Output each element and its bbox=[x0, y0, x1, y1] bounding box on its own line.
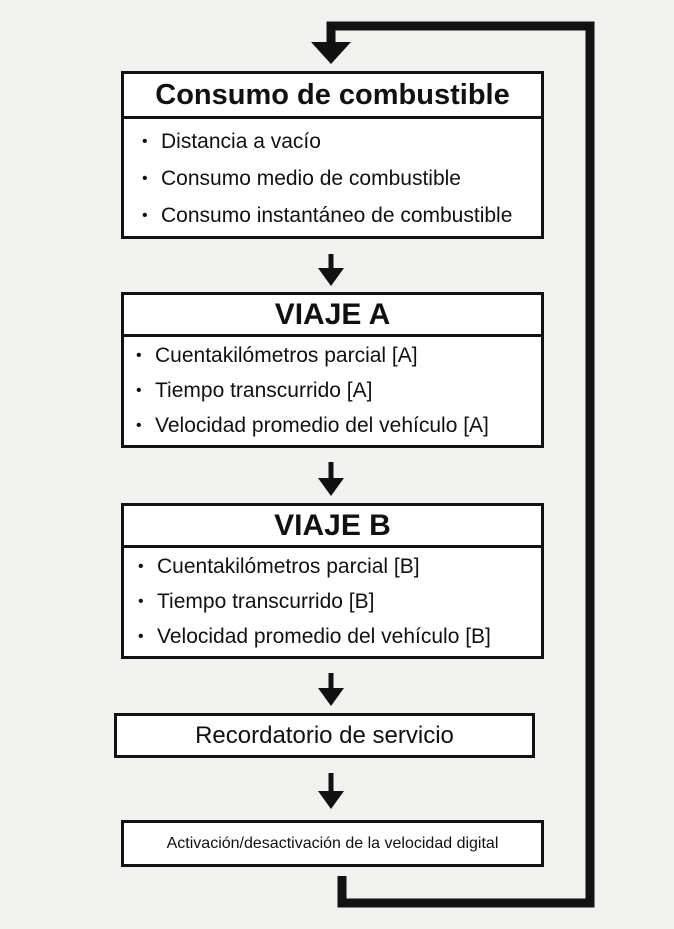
list-item: • Tiempo transcurrido [B] bbox=[138, 589, 541, 624]
list-item: • Cuentakilómetros parcial [B] bbox=[138, 554, 541, 589]
bullet-icon: • bbox=[136, 347, 142, 364]
trip-b-title: VIAJE B bbox=[124, 506, 541, 548]
trip-b-list: • Cuentakilómetros parcial [B] • Tiempo … bbox=[124, 548, 541, 659]
fuel-consumption-title: Consumo de combustible bbox=[124, 74, 541, 119]
list-item: • Distancia a vacío bbox=[142, 129, 541, 166]
list-item: • Tiempo transcurrido [A] bbox=[136, 378, 541, 413]
list-item-label: Cuentakilómetros parcial [A] bbox=[155, 344, 418, 367]
trip-a-box: VIAJE A • Cuentakilómetros parcial [A] •… bbox=[121, 292, 544, 448]
list-item-label: Velocidad promedio del vehículo [A] bbox=[155, 414, 489, 437]
list-item-label: Velocidad promedio del vehículo [B] bbox=[157, 625, 491, 648]
bullet-icon: • bbox=[138, 593, 144, 610]
bullet-icon: • bbox=[142, 207, 148, 224]
bullet-icon: • bbox=[136, 382, 142, 399]
list-item-label: Tiempo transcurrido [B] bbox=[157, 590, 375, 613]
loop-return-line bbox=[326, 21, 595, 908]
bullet-icon: • bbox=[142, 133, 148, 150]
arrow-4-head bbox=[318, 791, 344, 809]
trip-a-title: VIAJE A bbox=[124, 295, 541, 337]
bullet-icon: • bbox=[136, 417, 142, 434]
fuel-consumption-list: • Distancia a vacío • Consumo medio de c… bbox=[124, 119, 541, 240]
arrow-2-head bbox=[318, 478, 344, 496]
digital-speed-box: Activación/desactivación de la velocidad… bbox=[121, 820, 544, 867]
list-item: • Velocidad promedio del vehículo [B] bbox=[138, 624, 541, 659]
service-reminder-box: Recordatorio de servicio bbox=[114, 713, 535, 758]
list-item: • Consumo medio de combustible bbox=[142, 166, 541, 203]
trip-a-list: • Cuentakilómetros parcial [A] • Tiempo … bbox=[124, 337, 541, 448]
trip-b-box: VIAJE B • Cuentakilómetros parcial [B] •… bbox=[121, 503, 544, 659]
list-item-label: Tiempo transcurrido [A] bbox=[155, 379, 373, 402]
list-item-label: Consumo medio de combustible bbox=[161, 167, 461, 190]
list-item: • Cuentakilómetros parcial [A] bbox=[136, 343, 541, 378]
bullet-icon: • bbox=[138, 558, 144, 575]
loop-arrow-head bbox=[311, 42, 351, 64]
bullet-icon: • bbox=[142, 170, 148, 187]
list-item-label: Distancia a vacío bbox=[161, 130, 321, 153]
list-item-label: Consumo instantáneo de combustible bbox=[161, 204, 513, 227]
list-item-label: Cuentakilómetros parcial [B] bbox=[157, 555, 420, 578]
arrow-3-head bbox=[318, 688, 344, 706]
arrow-1-head bbox=[318, 268, 344, 286]
fuel-consumption-box: Consumo de combustible • Distancia a vac… bbox=[121, 71, 544, 239]
list-item: • Consumo instantáneo de combustible bbox=[142, 203, 541, 240]
list-item: • Velocidad promedio del vehículo [A] bbox=[136, 413, 541, 448]
bullet-icon: • bbox=[138, 628, 144, 645]
